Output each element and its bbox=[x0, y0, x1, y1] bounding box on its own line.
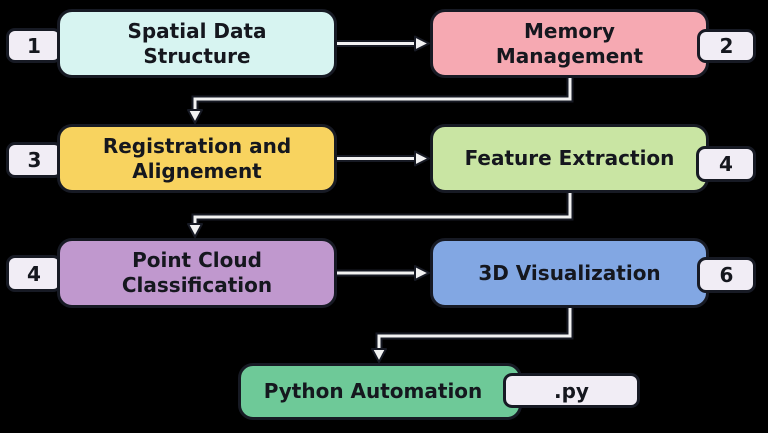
elbow-line-memory-to-registration bbox=[193, 77, 572, 111]
node-label-3d-visualization: 3D Visualization bbox=[478, 260, 661, 285]
node-python-automation: Python Automation bbox=[238, 363, 522, 420]
elbow-line-viz-to-python bbox=[377, 307, 572, 350]
arrowhead-down-python bbox=[371, 348, 387, 363]
node-label-python-automation: Python Automation bbox=[263, 379, 483, 403]
connector-lines bbox=[193, 42, 572, 350]
arrowhead-right-memory bbox=[414, 35, 430, 52]
node-label-registration-and-alignement: Registration and Alignement bbox=[102, 133, 292, 183]
badge-step-6: 6 bbox=[697, 257, 756, 293]
node-label-feature-extraction: Feature Extraction bbox=[464, 146, 675, 170]
node-label-point-cloud-classification: Point Cloud Classification bbox=[121, 248, 273, 297]
elbow-outline-feature-to-pointcloud bbox=[191, 192, 574, 225]
badge-step-3: 3 bbox=[6, 142, 63, 178]
elbow-line-feature-to-pointcloud bbox=[193, 192, 572, 225]
badge-py-extension: .py bbox=[503, 373, 640, 408]
elbow-outline-memory-to-registration bbox=[191, 77, 574, 111]
arrowhead-right-feature bbox=[414, 150, 430, 167]
arrowhead-right-viz bbox=[414, 265, 430, 281]
badge-step-4-right: 4 bbox=[696, 146, 756, 182]
node-label-memory-management: Memory Management bbox=[495, 18, 644, 68]
node-spatial-data-structure: Spatial Data Structure bbox=[57, 9, 337, 78]
arrowhead-down-pointcloud bbox=[187, 223, 203, 238]
node-point-cloud-classification: Point Cloud Classification bbox=[57, 238, 337, 308]
elbow-outline-viz-to-python bbox=[375, 307, 574, 350]
node-label-spatial-data-structure: Spatial Data Structure bbox=[127, 18, 267, 68]
badge-step-4-left: 4 bbox=[6, 255, 62, 292]
arrowheads bbox=[187, 35, 430, 363]
node-memory-management: Memory Management bbox=[430, 9, 709, 78]
node-feature-extraction: Feature Extraction bbox=[430, 124, 709, 193]
arrowhead-down-registration bbox=[187, 109, 203, 124]
badge-step-2: 2 bbox=[697, 29, 756, 63]
node-3d-visualization: 3D Visualization bbox=[430, 238, 709, 308]
node-registration-and-alignement: Registration and Alignement bbox=[57, 124, 337, 193]
badge-step-1: 1 bbox=[6, 28, 62, 63]
